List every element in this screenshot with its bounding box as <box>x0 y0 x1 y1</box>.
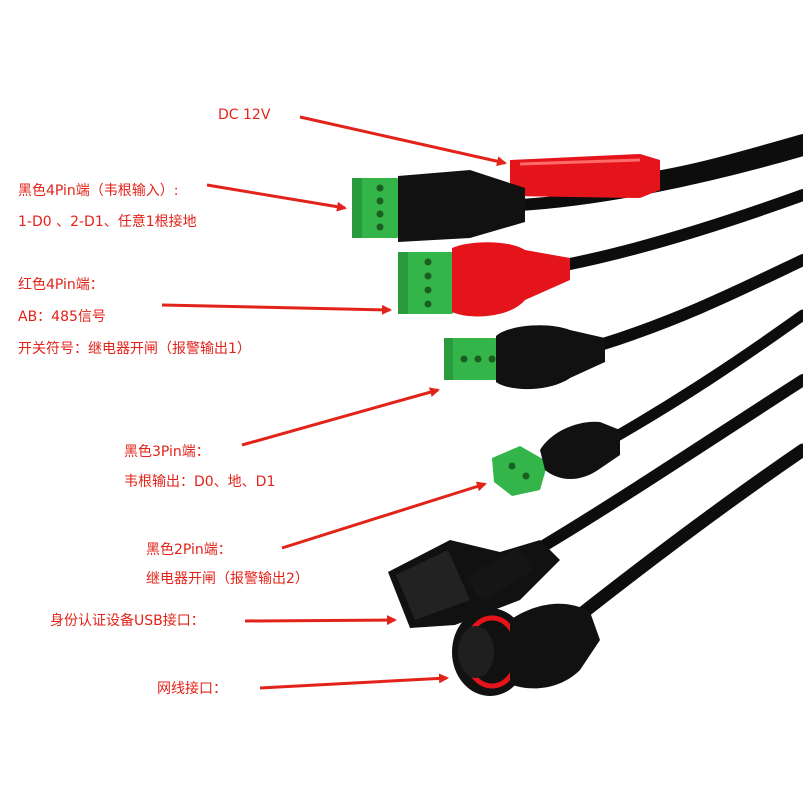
green-terminal-block-icon <box>444 338 498 380</box>
network-label-text: 网线接口： <box>157 681 227 697</box>
black2pin-title: 黑色2Pin端： <box>146 542 232 558</box>
red4pin-switch: 开关符号：继电器开闸（报警输出1） <box>18 341 251 357</box>
red-arrow-icon <box>206 183 347 212</box>
black4pin-desc: 1-D0 、2-D1、任意1根接地 <box>18 214 197 230</box>
cables <box>514 134 803 622</box>
usb-label: 身份认证设备USB接口： <box>50 612 205 630</box>
red4pin-label: 红色4Pin端： AB：485信号 开关符号：继电器开闸（报警输出1） <box>18 269 251 365</box>
rj45-cable <box>573 443 803 622</box>
black3pin-title: 黑色3Pin端： <box>124 444 210 460</box>
red-arrow-icon <box>259 673 449 690</box>
red4pin-cable <box>559 189 803 271</box>
dc-label: DC 12V <box>218 106 270 124</box>
black3pin-cable <box>594 254 803 351</box>
black4pin-connector <box>352 170 525 242</box>
red-arrow-icon <box>241 387 440 447</box>
red-arrow-icon <box>299 115 507 167</box>
green-terminal-block-icon <box>492 446 548 496</box>
rj45-waterproof-connector-icon <box>452 603 600 696</box>
black2pin-connector <box>492 421 620 496</box>
red4pin-ab: AB：485信号 <box>18 309 106 325</box>
red4pin-connector <box>398 242 570 317</box>
black3pin-connector <box>444 325 605 390</box>
usb-cable <box>539 374 803 551</box>
dc-barrel-connector-icon <box>510 154 660 198</box>
black4pin-label: 黑色4Pin端（韦根输入）: 1-D0 、2-D1、任意1根接地 <box>18 176 197 238</box>
dc-label-text: DC 12V <box>218 107 271 123</box>
dc-cable <box>644 134 803 184</box>
black3pin-label: 黑色3Pin端： 韦根输出：D0、地、D1 <box>124 437 275 497</box>
black2pin-label: 黑色2Pin端： 继电器开闸（报警输出2） <box>146 536 309 594</box>
black2pin-desc: 继电器开闸（报警输出2） <box>146 571 309 587</box>
green-terminal-block-icon <box>352 178 400 238</box>
black3pin-desc: 韦根输出：D0、地、D1 <box>124 474 276 490</box>
network-label: 网线接口： <box>157 680 227 698</box>
pointer-arrows <box>161 115 507 690</box>
green-terminal-block-icon <box>398 252 454 314</box>
red4pin-title: 红色4Pin端： <box>18 277 104 293</box>
red-arrow-icon <box>161 303 392 315</box>
black2pin-cable <box>604 309 803 446</box>
usb-label-text: 身份认证设备USB接口： <box>50 613 205 629</box>
red-arrow-icon <box>244 615 397 626</box>
usb-port-icon <box>388 540 560 628</box>
red-arrow-icon <box>281 481 487 550</box>
black4pin-title: 黑色4Pin端（韦根输入）: <box>18 183 179 199</box>
